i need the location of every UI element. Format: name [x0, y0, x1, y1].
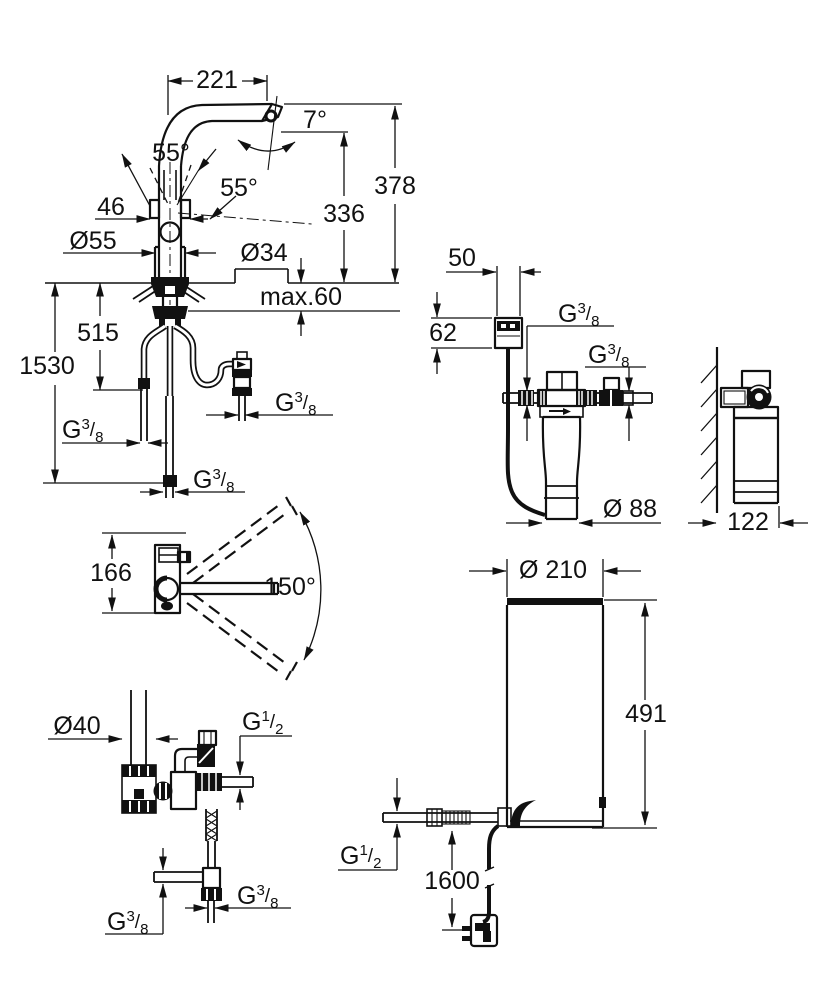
- dim-filter-diameter: Ø 88: [603, 495, 657, 523]
- dimensions-safety-valve: Ø40 G1/2 G3/8 G3/8: [48, 708, 292, 938]
- power-plug: [462, 913, 499, 948]
- valve-knob: [153, 781, 173, 801]
- figure-filter-side-view: 122: [688, 347, 808, 536]
- lever-base-left: [148, 198, 161, 220]
- figure-faucet-front-view: 221 7° 378 336 55° 55° 46 Ø55 Ø34: [19, 66, 416, 498]
- dim-body-width: 46: [97, 193, 125, 221]
- dim-lever-angle-side: 55°: [220, 174, 258, 202]
- dim-tank-diameter: Ø 210: [519, 556, 587, 584]
- lever-base-right: [179, 198, 192, 220]
- figure-safety-valve: Ø40 G1/2 G3/8 G3/8: [48, 690, 292, 938]
- dim-hole-diameter: Ø34: [240, 239, 287, 267]
- dimensions-faucet-front: 221 7° 378 336 55° 55° 46 Ø55 Ø34: [19, 66, 416, 496]
- figure-filter-set: 50 62 G3/8 G3/8 Ø 88: [429, 244, 661, 527]
- dim-body-diameter: Ø55: [69, 227, 116, 255]
- thread-label-g38-filter-right: G3/8: [588, 341, 629, 371]
- thread-label-g38-right: G3/8: [275, 389, 316, 419]
- dim-box-height: 62: [429, 319, 457, 347]
- flow-direction-arrow: [563, 408, 571, 415]
- dim-cable-length: 1600: [424, 867, 480, 895]
- check-valve: [231, 351, 253, 421]
- dim-spout-reach: 221: [196, 66, 238, 94]
- dim-body-depth: 166: [90, 559, 132, 587]
- dim-hose-515: 515: [77, 319, 119, 347]
- valve-handle: [602, 376, 621, 392]
- dim-height-total: 378: [374, 172, 416, 200]
- dim-hose-1530: 1530: [19, 352, 75, 380]
- figure-faucet-top-view: 150° 166: [90, 496, 322, 681]
- dim-adapter-diameter: Ø40: [53, 712, 100, 740]
- dim-height-outlet: 336: [323, 200, 365, 228]
- wall-hatching: [700, 364, 718, 504]
- thread-label-g12-valve: G1/2: [242, 708, 283, 738]
- dim-max-counter: max.60: [260, 283, 342, 311]
- dim-swivel-angle: 150°: [264, 573, 316, 601]
- thread-label-g38-valve-left: G3/8: [107, 908, 148, 938]
- figure-boiler: Ø 210 491 G1/2 1600: [338, 556, 667, 948]
- valve-body: [169, 770, 198, 811]
- dimensions-boiler: Ø 210 491 G1/2 1600: [338, 556, 667, 931]
- dim-box-width: 50: [448, 244, 476, 272]
- thread-label-g38-valve-right: G3/8: [237, 882, 278, 912]
- dimensions-filter-set: 50 62 G3/8 G3/8 Ø 88: [429, 244, 661, 527]
- thread-label-g38-bottom: G3/8: [193, 466, 234, 496]
- dim-wall-clearance: 122: [727, 508, 769, 536]
- dim-tank-height: 491: [625, 700, 667, 728]
- dim-lever-angle-front: 55°: [152, 139, 190, 167]
- thread-label-g12-boiler: G1/2: [340, 842, 381, 872]
- connection-hoses: [140, 323, 233, 396]
- mousseur-outlet: [264, 109, 278, 123]
- dimensions-filter-side: 122: [688, 506, 808, 536]
- thread-label-g38-filter-left: G3/8: [558, 300, 599, 330]
- thread-label-g38-left: G3/8: [62, 416, 103, 446]
- dim-spout-angle: 7°: [303, 106, 327, 134]
